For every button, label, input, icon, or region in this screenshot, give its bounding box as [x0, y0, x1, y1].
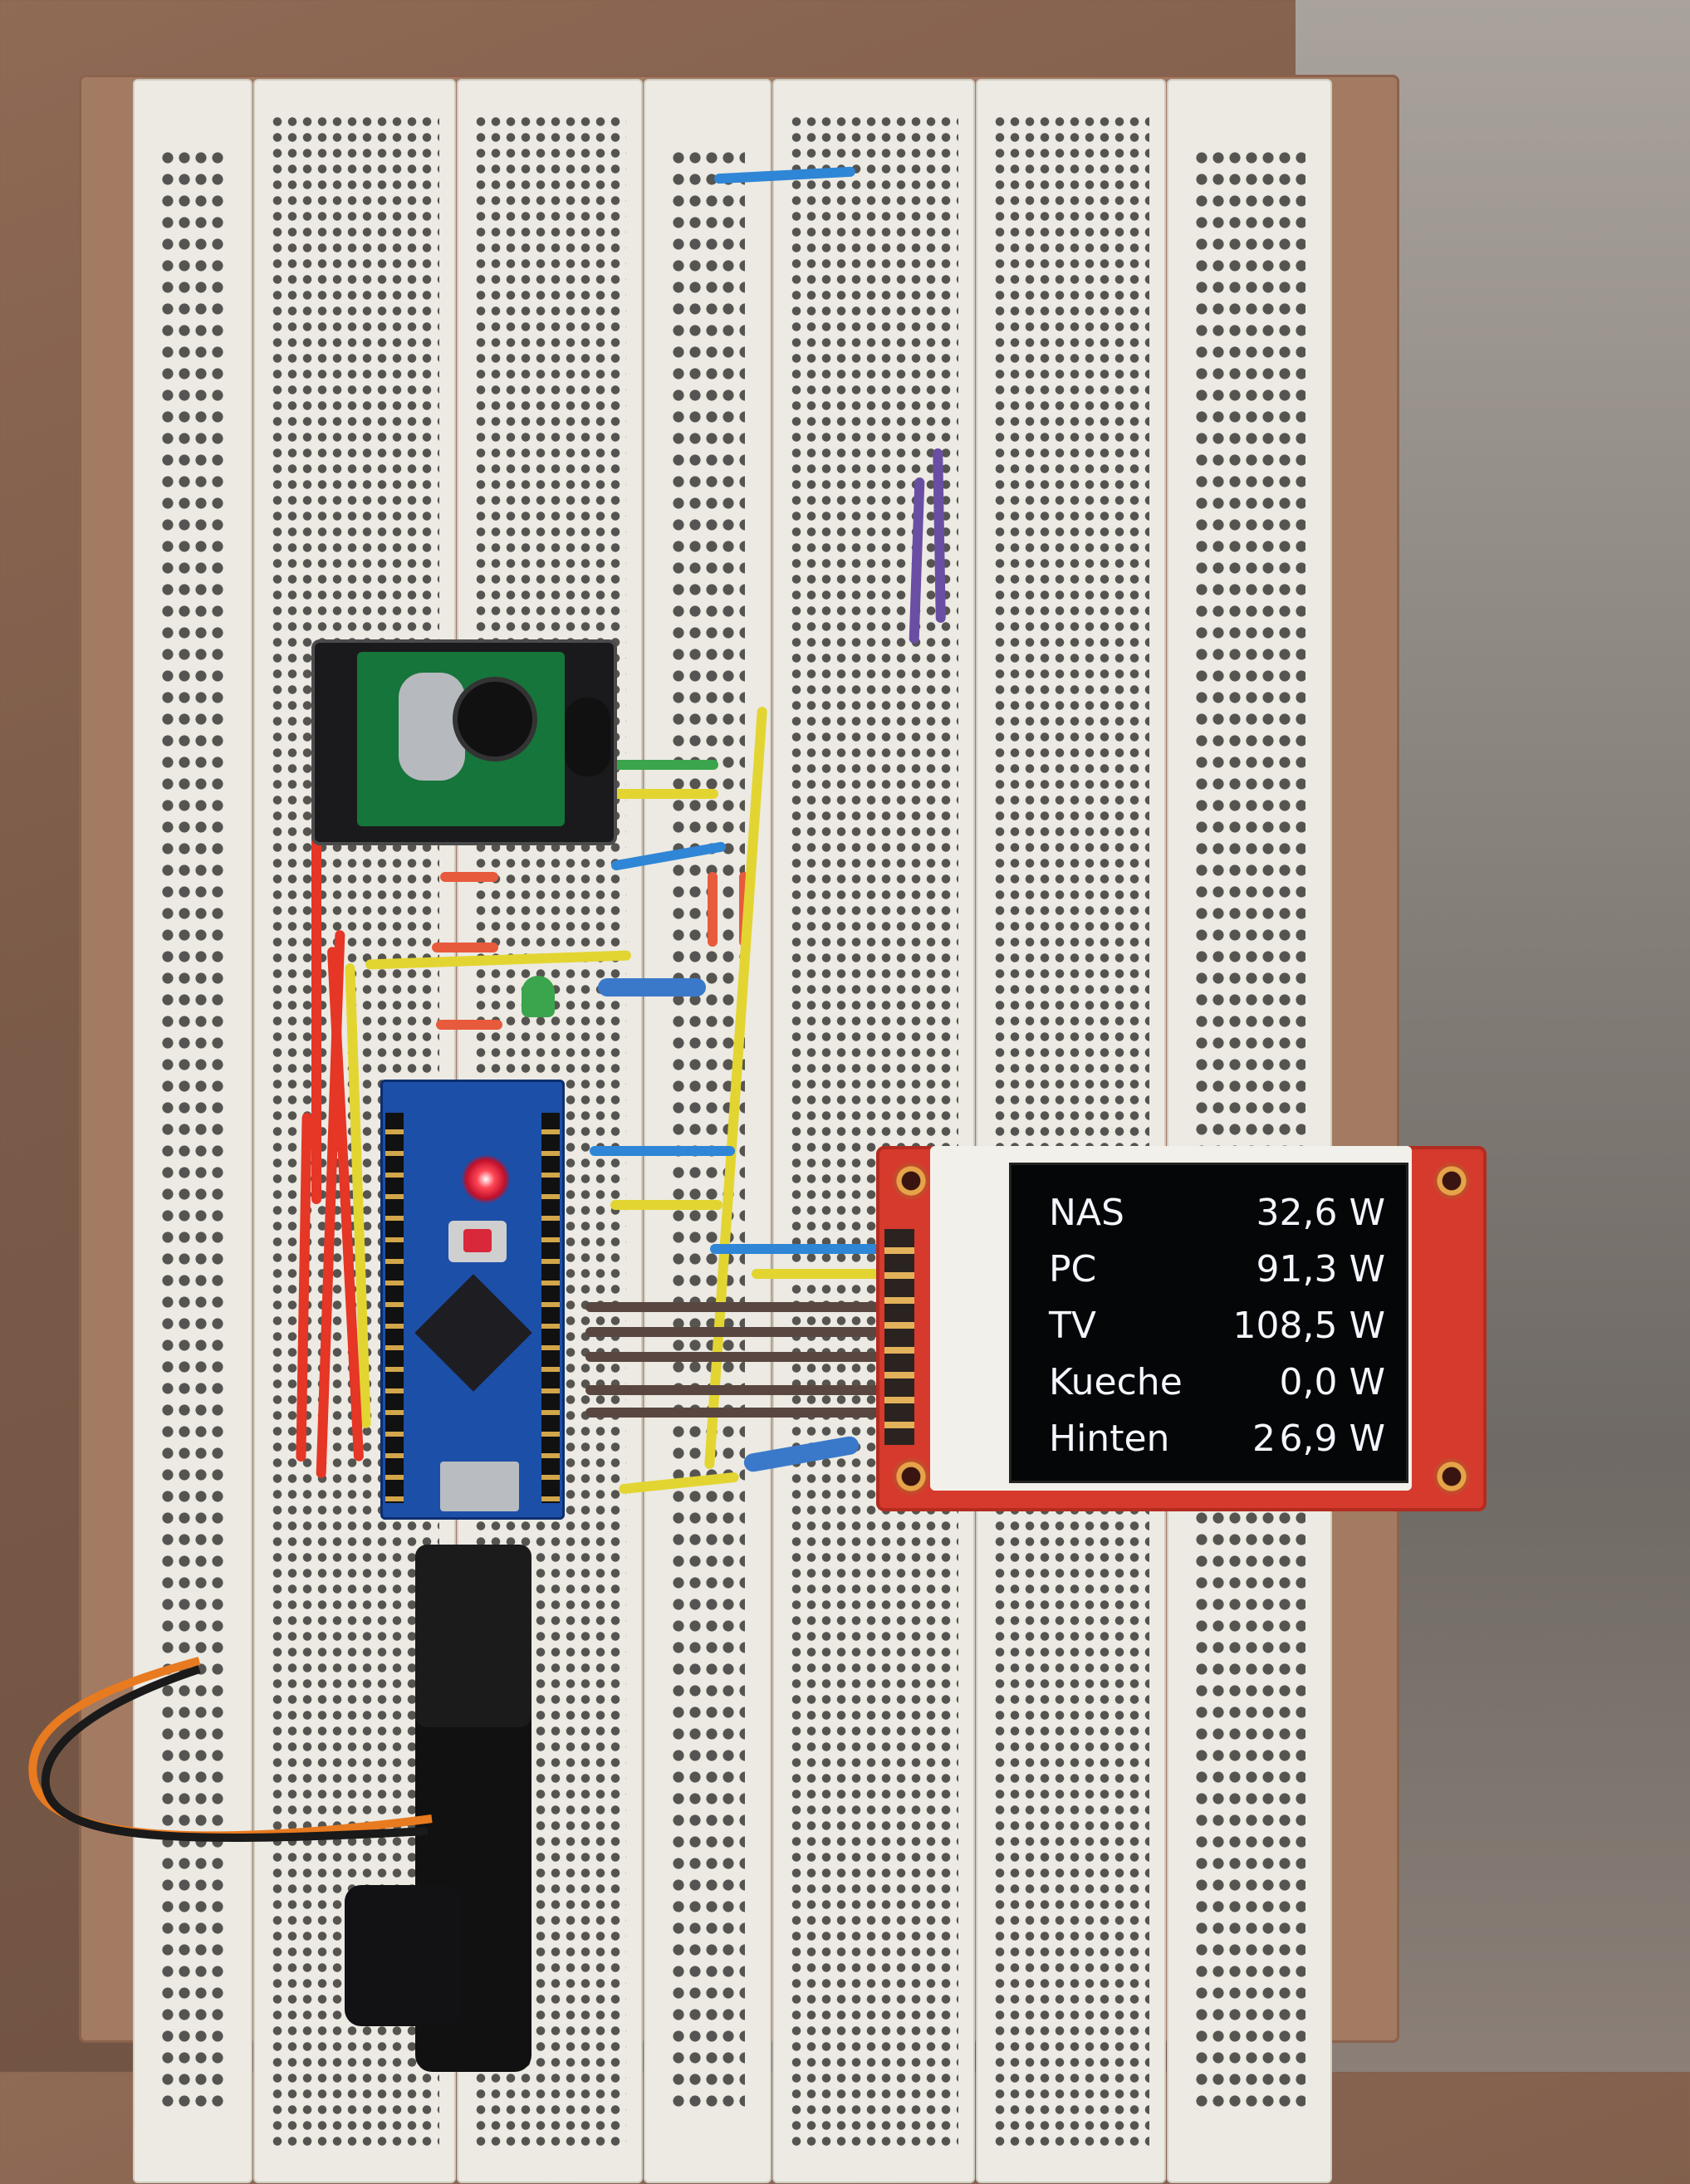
mount-hole	[893, 1163, 929, 1199]
green-led	[522, 976, 555, 1017]
nano-pin-header-right	[541, 1113, 560, 1503]
jumper-wire-orange-4	[708, 872, 718, 947]
jumper-wire-blue-left	[590, 1146, 735, 1156]
device-label: NAS	[1049, 1192, 1124, 1234]
electrolytic-capacitor	[565, 698, 610, 776]
device-index: 2	[1252, 1418, 1276, 1460]
power-row-nas: NAS 32,6 W	[1049, 1188, 1385, 1238]
device-label: PC	[1049, 1248, 1097, 1290]
dc-power-jack	[345, 1885, 461, 2026]
device-label: Hinten	[1049, 1418, 1170, 1460]
display-screen: NAS 32,6 W PC 91,3 W TV 108,5 W Kueche 0…	[1009, 1163, 1408, 1483]
jumper-wire-yellow-left	[610, 1200, 723, 1210]
jumper-wire-brown-4	[585, 1385, 893, 1395]
power-row-kueche: Kueche 0,0 W	[1049, 1358, 1385, 1408]
mount-hole	[1433, 1458, 1470, 1495]
jumper-wire-orange-2	[432, 943, 498, 952]
breadboard-power-rail-right	[1167, 79, 1332, 2183]
jumper-wire-brown-3	[585, 1352, 893, 1362]
jumper-wire-yellow-lcd	[752, 1269, 893, 1279]
nano-pin-header-left	[385, 1113, 404, 1503]
display-pin-header	[884, 1229, 914, 1445]
usb-plug	[415, 1545, 531, 1727]
breadboard	[133, 79, 1333, 2184]
power-value: 0,0 W	[1279, 1361, 1385, 1403]
jumper-wire-brown-5	[585, 1408, 893, 1418]
power-value: 108,5 W	[1232, 1305, 1385, 1347]
jumper-wire-yellow-short	[610, 789, 718, 799]
jumper-wire-brown-1	[585, 1302, 893, 1312]
jumper-wire-orange-1	[440, 872, 498, 882]
power-led-red	[461, 1154, 511, 1204]
jumper-wire-green	[610, 760, 718, 770]
device-label: Kueche	[1049, 1361, 1183, 1403]
mount-hole	[1433, 1163, 1470, 1199]
power-row-tv: TV 108,5 W	[1049, 1301, 1385, 1351]
breadboard-strip-3	[772, 79, 975, 2183]
power-value: 6,9 W	[1279, 1418, 1385, 1460]
twisted-power-wires	[28, 1657, 433, 1842]
power-value: 91,3 W	[1256, 1248, 1385, 1290]
resistor-top	[598, 978, 706, 997]
jumper-wire-brown-2	[585, 1327, 893, 1337]
power-row-hinten: Hinten 2 6,9 W	[1049, 1414, 1385, 1464]
breadboard-power-rail-middle	[644, 79, 772, 2183]
device-label: TV	[1049, 1305, 1096, 1347]
mini-usb-port	[440, 1462, 519, 1511]
antenna-coil	[453, 677, 537, 761]
power-value: 32,6 W	[1256, 1192, 1385, 1234]
jumper-wire-orange-3	[436, 1020, 502, 1030]
breadboard-strip-4	[976, 79, 1166, 2183]
mount-hole	[893, 1458, 929, 1495]
reset-button	[448, 1221, 507, 1262]
jumper-wire-blue-lcd	[710, 1244, 893, 1254]
power-row-pc: PC 91,3 W	[1049, 1245, 1385, 1295]
